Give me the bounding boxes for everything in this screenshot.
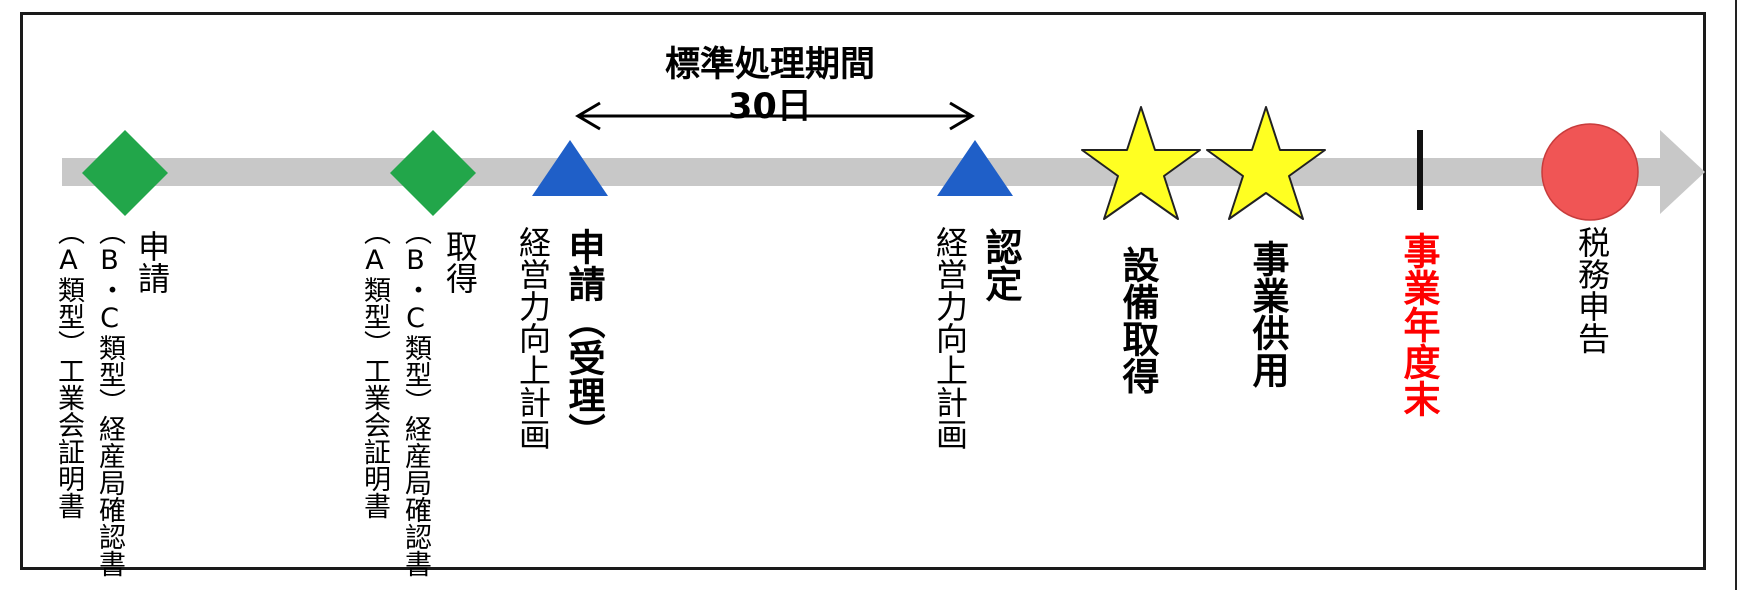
cert-obtain-diamond-icon: [390, 130, 476, 216]
fiscal-year-end-bar-icon: [1417, 130, 1423, 210]
business-use-star-icon: [1206, 106, 1326, 220]
fiscal-year-end-label: 事業年度末: [1397, 232, 1440, 417]
diagram-frame: [20, 12, 1706, 570]
cert-obtain-label: 取得: [441, 230, 479, 294]
period-days: 30日: [728, 87, 812, 127]
cert-apply-label: 申請: [133, 230, 171, 294]
plan-approve-label: 認定: [979, 228, 1022, 302]
plan-approve-sub-label: 経営力向上計画: [931, 226, 969, 450]
plan-apply-triangle-icon: [532, 140, 608, 196]
tax-return-circle-icon: [1541, 123, 1639, 221]
cert-apply-note-a: （A類型）工業会証明書: [53, 218, 84, 519]
equipment-acquire-star-icon: [1081, 106, 1201, 220]
cert-apply-note-bc: （B・C類型）経産局確認書: [94, 218, 125, 577]
equipment-acquire-label: 設備取得: [1116, 246, 1159, 394]
plan-approve-triangle-icon: [937, 140, 1013, 196]
plan-apply-label: 申請（受理）: [562, 228, 605, 450]
period-title: 標準処理期間: [664, 45, 875, 85]
period-double-arrow: [575, 101, 975, 131]
plan-apply-sub-label: 経営力向上計画: [514, 226, 552, 450]
right-edge-line: [1735, 0, 1737, 590]
cert-obtain-note-bc: （B・C類型）経産局確認書: [400, 218, 431, 577]
cert-obtain-note-a: （A類型）工業会証明書: [359, 218, 390, 519]
business-use-label: 事業供用: [1246, 240, 1289, 388]
tax-return-label: 税務申告: [1573, 226, 1611, 354]
cert-apply-diamond-icon: [82, 130, 168, 216]
timeline-arrow: [62, 130, 1705, 214]
